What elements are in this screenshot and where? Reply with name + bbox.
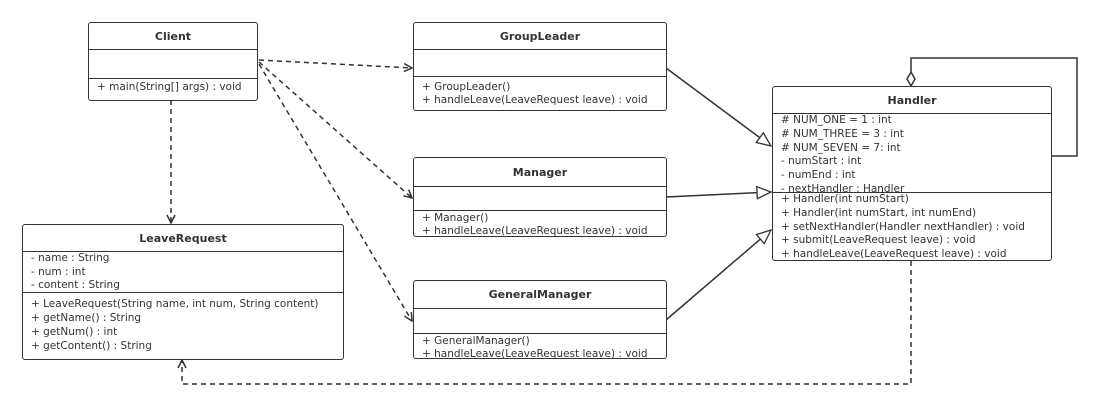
methods-section: + Manager() + handleLeave(LeaveRequest l…	[414, 211, 666, 237]
method: + getName() : String	[31, 312, 142, 324]
attribute: - num : int	[31, 265, 86, 278]
class-name: Manager	[414, 158, 666, 187]
method: + GeneralManager()	[422, 335, 530, 347]
attributes-section	[414, 187, 666, 211]
method: + Handler(int numStart)	[781, 193, 909, 205]
class-manager[interactable]: Manager + Manager() + handleLeave(LeaveR…	[413, 157, 667, 237]
method: + getContent() : String	[31, 340, 152, 352]
method: + getNum() : int	[31, 326, 118, 338]
class-name: Handler	[773, 87, 1051, 114]
methods-section: + Handler(int numStart) + Handler(int nu…	[773, 193, 1051, 261]
attribute: - name : String	[31, 252, 110, 264]
attribute: - numEnd : int	[781, 169, 856, 182]
class-name: Client	[89, 23, 257, 50]
gen-generalmanager-handler	[665, 230, 771, 321]
method: + main(String[] args) : void	[97, 81, 242, 93]
method: + Handler(int numStart, int numEnd)	[781, 206, 977, 219]
attribute: # NUM_SEVEN = 7: int	[781, 141, 901, 154]
dep-handler-leaverequest	[182, 261, 912, 385]
attribute: - content : String	[31, 279, 120, 291]
aggregation-handler-self	[910, 57, 1078, 157]
methods-section: + main(String[] args) : void	[89, 79, 257, 95]
method: + handleLeave(LeaveRequest leave) : void	[422, 348, 648, 359]
attributes-section: # NUM_ONE = 1 : int # NUM_THREE = 3 : in…	[773, 114, 1051, 193]
method: + submit(LeaveRequest leave) : void	[781, 234, 976, 247]
methods-section: + GroupLeader() + handleLeave(LeaveReque…	[414, 77, 666, 108]
attribute: # NUM_THREE = 3 : int	[781, 127, 904, 140]
attributes-section: - name : String - num : int - content : …	[23, 252, 343, 293]
attributes-section	[414, 309, 666, 334]
attribute: # NUM_ONE = 1 : int	[781, 114, 892, 126]
method: + LeaveRequest(String name, int num, Str…	[31, 298, 319, 310]
method: + handleLeave(LeaveRequest leave) : void	[781, 248, 1007, 261]
dep-client-generalmanager	[258, 63, 412, 321]
dep-client-groupleader	[258, 59, 412, 68]
class-general-manager[interactable]: GeneralManager + GeneralManager() + hand…	[413, 280, 667, 359]
gen-groupleader-handler	[665, 67, 771, 146]
attribute: - nextHandler : Handler	[781, 182, 905, 193]
methods-section: + LeaveRequest(String name, int num, Str…	[23, 293, 343, 354]
class-group-leader[interactable]: GroupLeader + GroupLeader() + handleLeav…	[413, 22, 667, 111]
attribute: - numStart : int	[781, 155, 862, 168]
method: + handleLeave(LeaveRequest leave) : void	[422, 94, 648, 106]
attributes-section	[89, 50, 257, 79]
aggregation-diamond-icon	[906, 70, 916, 88]
class-client[interactable]: Client + main(String[] args) : void	[88, 22, 258, 101]
class-handler[interactable]: Handler # NUM_ONE = 1 : int # NUM_THREE …	[772, 86, 1052, 261]
method: + Manager()	[422, 212, 489, 224]
class-name: GeneralManager	[414, 281, 666, 309]
class-leave-request[interactable]: LeaveRequest - name : String - num : int…	[22, 224, 344, 360]
class-name: GroupLeader	[414, 23, 666, 50]
method: + GroupLeader()	[422, 81, 511, 93]
gen-manager-handler	[665, 192, 771, 197]
methods-section: + GeneralManager() + handleLeave(LeaveRe…	[414, 334, 666, 359]
dep-client-manager	[258, 61, 412, 198]
method: + setNextHandler(Handler nextHandler) : …	[781, 220, 1025, 233]
method: + handleLeave(LeaveRequest leave) : void	[422, 225, 648, 237]
attributes-section	[414, 50, 666, 77]
class-name: LeaveRequest	[23, 225, 343, 252]
